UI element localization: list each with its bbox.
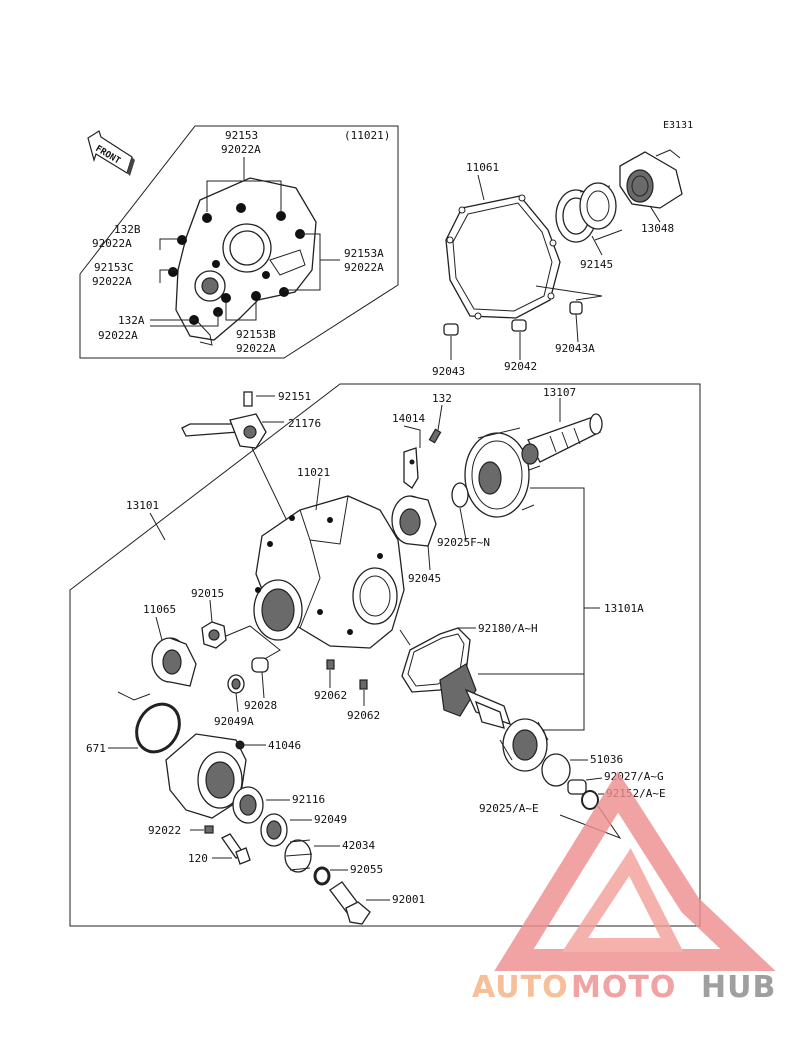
label-21176: 21176 <box>288 417 321 430</box>
label-92151: 92151 <box>278 390 311 403</box>
label-11021: 11021 <box>297 466 330 479</box>
label-120: 120 <box>188 852 208 865</box>
pinion-gear <box>439 663 512 729</box>
dowel-pins <box>443 301 583 336</box>
label-92180: 92180/A~H <box>478 622 538 635</box>
label-92062-1: 92062 <box>314 689 347 702</box>
bolt-92062-1 <box>326 659 335 670</box>
main-box <box>69 383 701 927</box>
front-arrow-icon: FRONT <box>87 130 135 176</box>
label-42034: 42034 <box>342 839 375 852</box>
bracket-14014 <box>403 428 442 489</box>
housing-11021 <box>253 495 405 649</box>
bolt-92022 <box>204 825 214 834</box>
label-92153c: 92153C <box>94 261 134 274</box>
bearing-42034 <box>284 839 313 873</box>
bearing-92045 <box>391 495 437 547</box>
label-14014: 14014 <box>392 412 425 425</box>
label-92145: 92145 <box>580 258 613 271</box>
watermark-auto: AUTO <box>472 970 569 1005</box>
label-132: 132 <box>432 392 452 405</box>
bolt-92001 <box>329 881 371 925</box>
gasket-11061 <box>445 194 561 320</box>
bolt-120 <box>221 833 251 865</box>
label-92153a: 92153A <box>344 247 384 260</box>
watermark-logo: AUTO MOTO HUB <box>472 771 776 1005</box>
label-92049: 92049 <box>314 813 347 826</box>
label-132a: 132A <box>118 314 145 327</box>
label-92043: 92043 <box>432 365 465 378</box>
label-92022a-4: 92022A <box>98 329 138 342</box>
oring-92055 <box>313 866 331 886</box>
sensor-21176 <box>181 391 267 449</box>
label-92043a: 92043A <box>555 342 595 355</box>
bolt-92062-2 <box>359 679 368 690</box>
triangle-logo-icon <box>494 771 776 971</box>
shim-92025fn <box>451 482 469 508</box>
label-13101: 13101 <box>126 499 159 512</box>
label-13107: 13107 <box>543 386 576 399</box>
collar-92027 <box>567 779 587 795</box>
shaft-13107 <box>521 413 603 465</box>
label-92022a-2: 92022A <box>92 237 132 250</box>
label-92025fn: 92025F~N <box>437 536 490 549</box>
watermark-moto: MOTO <box>571 970 676 1005</box>
yoke-13048 <box>619 149 683 209</box>
collar-92028 <box>251 657 269 673</box>
label-92022a-5: 92022A <box>236 342 276 355</box>
label-51036: 51036 <box>590 753 623 766</box>
label-11065: 11065 <box>143 603 176 616</box>
label-92028: 92028 <box>244 699 277 712</box>
label-92022a-3: 92022A <box>92 275 132 288</box>
carrier-41046 <box>165 733 247 819</box>
label-92055: 92055 <box>350 863 383 876</box>
watermark-hub: HUB <box>701 970 776 1005</box>
label-92062-2: 92062 <box>347 709 380 722</box>
rear-cover-part <box>168 177 317 346</box>
label-92042: 92042 <box>504 360 537 373</box>
label-92049a: 92049A <box>214 715 254 728</box>
label-92116: 92116 <box>292 793 325 806</box>
label-92015: 92015 <box>191 587 224 600</box>
label-92045: 92045 <box>408 572 441 585</box>
ring-gear-13101a <box>464 427 541 518</box>
label-92153b: 92153B <box>236 328 276 341</box>
label-92153: 92153 <box>225 129 258 142</box>
diagram-code: E3131 <box>663 120 693 131</box>
label-13101a: 13101A <box>604 602 644 615</box>
oring-92152 <box>581 790 599 810</box>
label-92001: 92001 <box>392 893 425 906</box>
label-11061: 11061 <box>466 161 499 174</box>
bearing-11065 <box>151 637 197 687</box>
label-13048: 13048 <box>641 222 674 235</box>
inset-ref-label: (11021) <box>344 129 390 142</box>
bearing-pinion <box>499 718 549 772</box>
shim-51036 <box>541 753 571 787</box>
label-132b: 132B <box>114 223 141 236</box>
label-92025ae: 92025/A~E <box>479 802 539 815</box>
oring-671 <box>135 702 181 754</box>
label-92022: 92022 <box>148 824 181 837</box>
label-41046: 41046 <box>268 739 301 752</box>
label-92022a-6: 92022A <box>344 261 384 274</box>
label-671: 671 <box>86 742 106 755</box>
nut-92015 <box>201 621 227 649</box>
label-92022a-1: 92022A <box>221 143 261 156</box>
spring-seal-92145 <box>555 182 623 243</box>
